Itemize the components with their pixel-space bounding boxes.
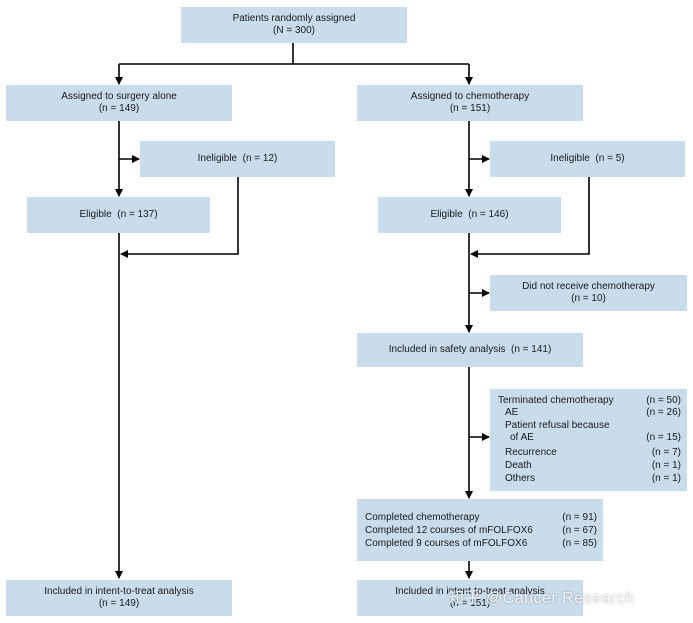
completed-12-row: Completed 12 courses of mFOLFOX6 (n = 67… [365, 525, 597, 537]
completed-12-label: Completed 12 courses of mFOLFOX6 [365, 525, 533, 536]
arrow-ineligible-rejoin-surgery [120, 177, 239, 258]
box-itt-surgery: Included in intent-to-treat analysis (n … [6, 580, 232, 616]
randomized-label: Patients randomly assigned [232, 13, 356, 24]
ae-label: AE [505, 407, 519, 418]
watermark: 知乎 @Cancer Research [448, 590, 635, 607]
refusal-row: Patient refusal because [498, 420, 681, 432]
itt-chemo-label: Included in intent-to-treat analysis [395, 586, 545, 597]
no-chemo-count: (n = 10) [571, 293, 606, 304]
itt-surgery-count: (n = 149) [98, 598, 140, 609]
chemo-label: Assigned to chemotherapy [410, 91, 530, 102]
refusal-ae-label: of AE [510, 432, 534, 443]
terminated-count: (n = 50) [646, 395, 681, 406]
ae-row: AE (n = 26) [498, 407, 681, 419]
terminated-label: Terminated chemotherapy [498, 395, 614, 406]
box-chemotherapy: Assigned to chemotherapy (n = 151) [357, 85, 583, 121]
box-no-chemotherapy: Did not receive chemotherapy (n = 10) [490, 275, 687, 311]
others-count: (n = 1) [651, 473, 681, 484]
arrow-ineligible-rejoin-chemo [470, 177, 590, 258]
surgery-count: (n = 149) [98, 103, 140, 114]
completed-row: Completed chemotherapy (n = 91) [365, 512, 597, 524]
itt-chemo-count: (n = 151) [449, 598, 491, 609]
ineligible-surgery-text: Ineligible (n = 12) [197, 153, 278, 164]
refusal-ae-count: (n = 15) [646, 432, 681, 443]
recurrence-count: (n = 7) [651, 447, 681, 458]
terminated-row: Terminated chemotherapy (n = 50) [498, 395, 681, 407]
itt-surgery-label: Included in intent-to-treat analysis [44, 586, 194, 597]
no-chemo-label: Did not receive chemotherapy [522, 281, 655, 292]
ineligible-chemo-text: Ineligible (n = 5) [550, 153, 625, 164]
box-ineligible-chemo: Ineligible (n = 5) [490, 141, 685, 177]
surgery-label: Assigned to surgery alone [61, 91, 177, 102]
box-surgery-alone: Assigned to surgery alone (n = 149) [6, 85, 232, 121]
death-row: Death (n = 1) [498, 460, 681, 472]
death-count: (n = 1) [651, 460, 681, 471]
completed-label: Completed chemotherapy [365, 512, 480, 523]
completed-9-count: (n = 85) [562, 538, 597, 549]
eligible-surgery-text: Eligible (n = 137) [79, 209, 158, 220]
refusal-label: Patient refusal because [505, 420, 610, 431]
box-eligible-chemo: Eligible (n = 146) [378, 197, 561, 233]
box-terminated-chemotherapy: Terminated chemotherapy (n = 50) AE (n =… [490, 389, 687, 491]
death-label: Death [505, 460, 532, 471]
box-eligible-surgery: Eligible (n = 137) [27, 197, 210, 233]
box-randomized: Patients randomly assigned (N = 300) [181, 7, 407, 43]
recurrence-label: Recurrence [505, 447, 557, 458]
others-row: Others (n = 1) [498, 473, 681, 485]
box-completed-chemotherapy: Completed chemotherapy (n = 91) Complete… [357, 499, 603, 561]
completed-9-label: Completed 9 courses of mFOLFOX6 [365, 538, 528, 549]
completed-9-row: Completed 9 courses of mFOLFOX6 (n = 85) [365, 538, 597, 550]
completed-12-count: (n = 67) [562, 525, 597, 536]
ae-count: (n = 26) [646, 407, 681, 418]
box-itt-chemo: Included in intent-to-treat analysis (n … [357, 580, 583, 616]
refusal-ae-row: of AE (n = 15) [498, 432, 681, 444]
randomized-count: (N = 300) [273, 25, 315, 36]
others-label: Others [505, 473, 536, 484]
recurrence-row: Recurrence (n = 7) [498, 447, 681, 459]
chemo-count: (n = 151) [449, 103, 491, 114]
eligible-chemo-text: Eligible (n = 146) [430, 209, 509, 220]
box-ineligible-surgery: Ineligible (n = 12) [140, 141, 335, 177]
safety-text: Included in safety analysis (n = 141) [388, 344, 552, 355]
box-safety-analysis: Included in safety analysis (n = 141) [357, 333, 583, 367]
completed-count: (n = 91) [562, 512, 597, 523]
